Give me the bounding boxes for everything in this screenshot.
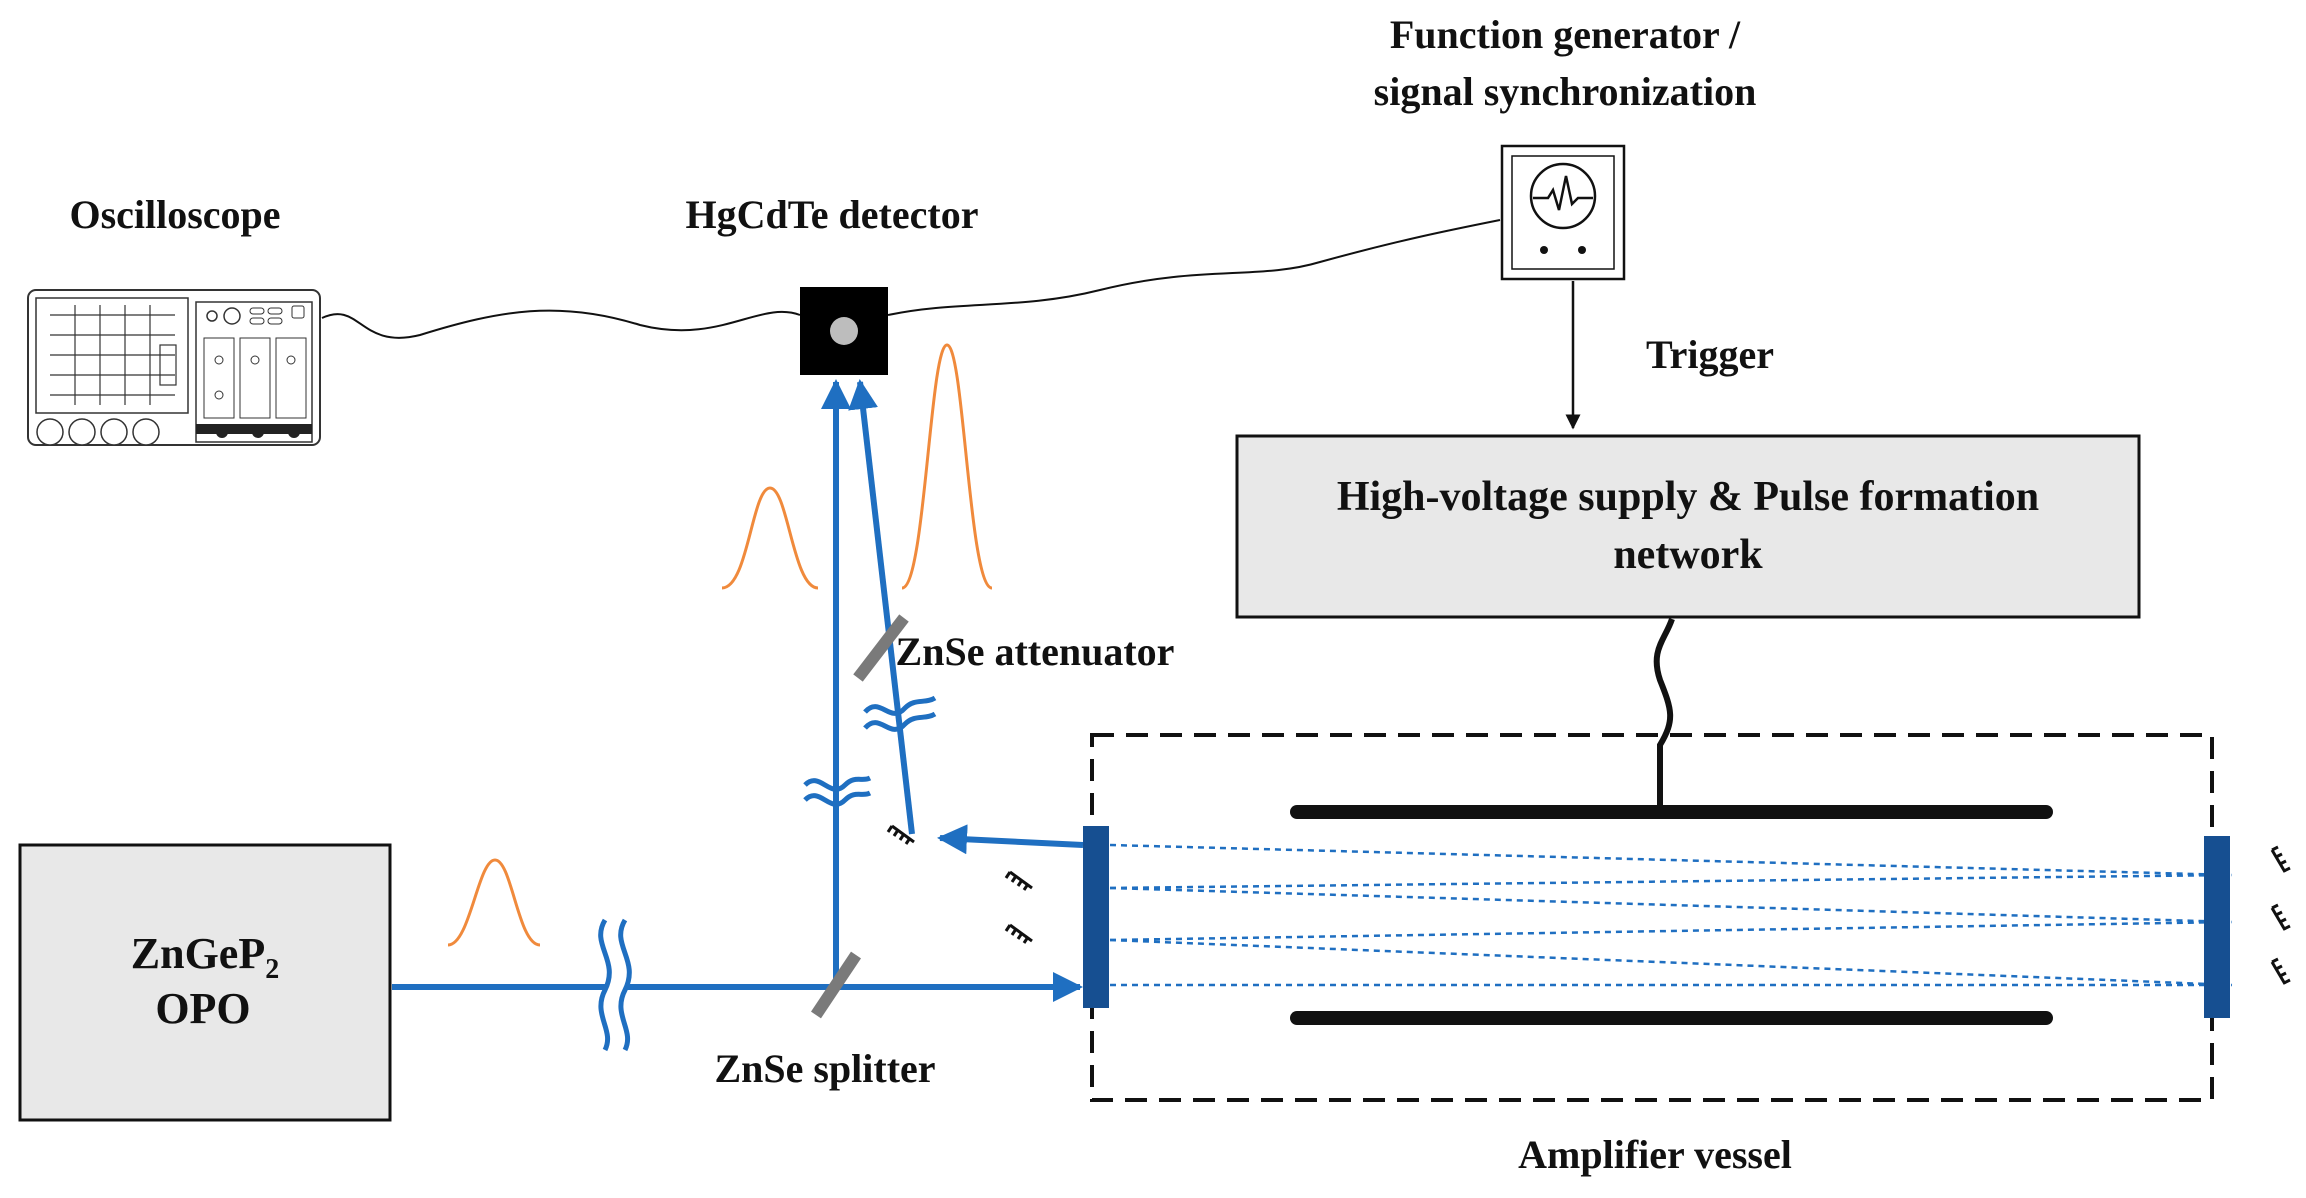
opo-box [18,843,392,1122]
reference-pulse [721,486,819,590]
znse-splitter [811,951,861,1019]
oscilloscope-detector-cable [321,309,801,339]
output-beam-to-detector [848,379,915,835]
znse-attenuator-label: ZnSe attenuator [896,629,1175,674]
output-beam-from-vessel [937,824,1084,855]
detector-function-generator-cable [887,219,1501,316]
znse-attenuator [853,614,909,682]
hv-supply-label-line2: network [1613,532,1763,578]
detector-label: HgCdTe detector [686,192,979,237]
reference-beam-break-mark [803,775,872,807]
function-generator-label-line2: signal synchronization [1374,69,1757,114]
input-mirror [1083,826,1109,1008]
opo-label-subscript: 2 [265,954,279,985]
trigger-label: Trigger [1646,332,1774,377]
amplified-pulse [901,343,993,590]
opo-label-main: ZnGeP [131,929,265,978]
oscilloscope-label: Oscilloscope [69,192,280,237]
function-generator-label-line1: Function generator / [1390,12,1741,57]
oscilloscope-icon [27,289,321,446]
hv-supply-box [1235,434,2141,619]
hv-cable [1653,617,1675,805]
hv-supply-label-line1: High-voltage supply & Pulse formation [1337,474,2039,520]
amplifier-vessel-label: Amplifier vessel [1518,1132,1792,1177]
input-pulse [447,858,541,947]
opo-label-line1: ZnGeP2 [131,929,279,985]
main-beam-break-mark [598,918,632,1052]
output-beam-break-mark [863,695,937,732]
znse-splitter-label: ZnSe splitter [714,1046,935,1091]
detector-icon [800,287,888,375]
opo-label-line2: OPO [155,984,250,1033]
hatched-mirrors [886,824,2291,985]
end-mirror [2204,836,2230,1018]
multipass-beam-paths [1109,843,2233,987]
amplifier-vessel [1090,733,2214,1102]
function-generator-icon [1500,144,1626,281]
